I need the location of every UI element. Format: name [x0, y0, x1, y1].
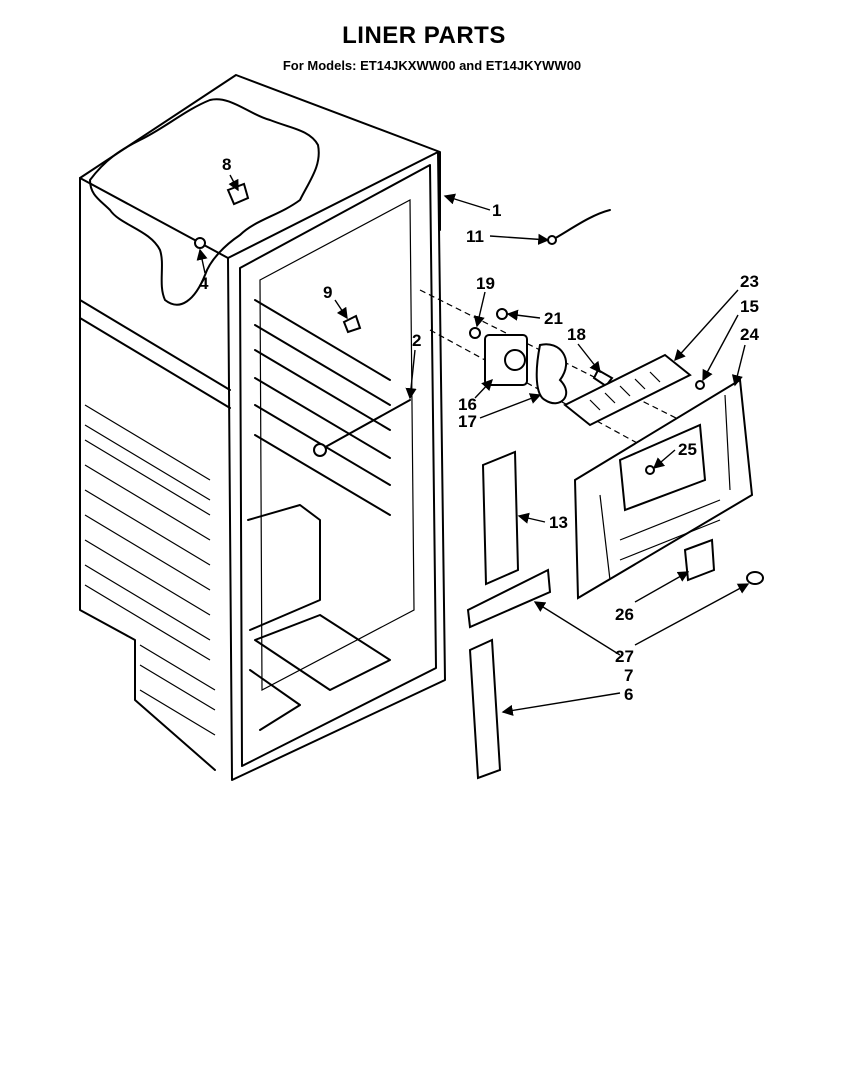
callout-8: 8	[222, 155, 231, 174]
page-title: LINER PARTS	[342, 22, 506, 49]
part-7-strip	[466, 568, 552, 629]
callout-16: 16	[458, 395, 477, 414]
callout-15: 15	[740, 297, 759, 316]
part-25-screw	[645, 465, 655, 475]
fan-motor-assembly	[469, 308, 614, 405]
part-11-wire	[547, 209, 611, 245]
model-subtitle: For Models: ET14JKXWW00 and ET14JKYWW00	[282, 58, 582, 73]
part-15-screw	[695, 380, 705, 390]
callout-26: 26	[615, 605, 634, 624]
callout-7: 7	[624, 666, 633, 685]
callout-18: 18	[567, 325, 586, 344]
part-8-bracket	[226, 182, 250, 206]
callout-6: 6	[624, 685, 633, 704]
callout-1: 1	[492, 201, 501, 220]
callout-27: 27	[615, 647, 634, 666]
callout-13: 13	[549, 513, 568, 532]
callout-19: 19	[476, 274, 495, 293]
part-27-plug	[746, 571, 764, 585]
leader-lines	[196, 174, 750, 716]
callout-24: 24	[740, 325, 759, 344]
callout-25: 25	[678, 440, 697, 459]
part-9-clip	[342, 314, 362, 334]
callout-9: 9	[323, 283, 332, 302]
part-6-duct	[468, 638, 502, 780]
part-13-baffle	[481, 450, 520, 586]
callout-2: 2	[412, 331, 421, 350]
liner-front-frame	[227, 151, 446, 781]
part-26-plate	[683, 538, 716, 582]
part-23-grille	[563, 353, 692, 427]
callout-labels: 1 11 2 4 8 9 19 21 18 16 17 23 15 24 25 …	[199, 155, 759, 704]
part-2-light-bar	[313, 399, 411, 457]
part-4-clip	[194, 237, 206, 249]
callout-17: 17	[458, 412, 477, 431]
callout-23: 23	[740, 272, 759, 291]
callout-11: 11	[466, 227, 484, 246]
callout-4: 4	[199, 274, 209, 293]
cabinet-shell	[79, 74, 441, 771]
callout-21: 21	[544, 309, 563, 328]
